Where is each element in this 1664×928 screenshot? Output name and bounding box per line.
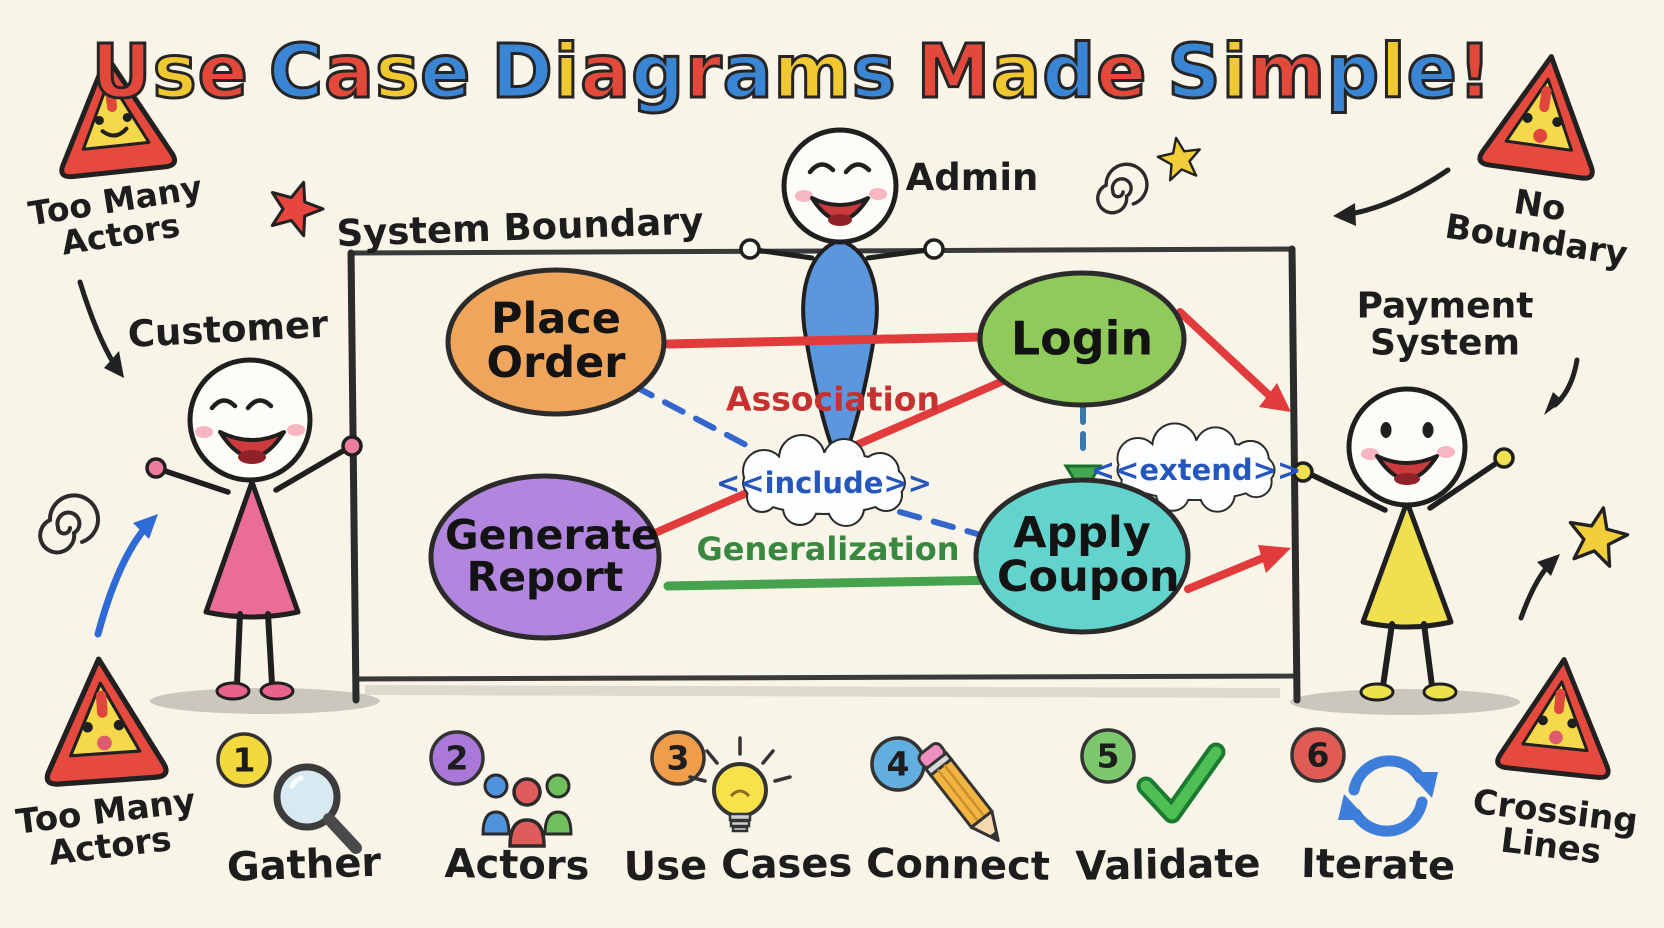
- title-letter: a: [990, 28, 1043, 117]
- generalization-arrow: [663, 575, 1007, 591]
- badge-1: [216, 732, 272, 788]
- yellow-star-icon: [1561, 500, 1634, 571]
- extend-label: <<extend>>: [1090, 453, 1302, 487]
- step-validate-label: Validate: [1075, 840, 1261, 890]
- step-iterate-label: Iterate: [1300, 840, 1456, 890]
- checkmark-icon: [1136, 742, 1226, 824]
- use-case-place-order-label: Place Order: [486, 294, 626, 388]
- use-case-generate-report-label: Generate Report: [445, 511, 659, 601]
- title-letter: e: [1405, 28, 1458, 117]
- title-letter: C: [267, 28, 325, 117]
- title-letter: l: [1379, 28, 1407, 117]
- step-badges: [216, 727, 1346, 792]
- step-connect-label: Connect: [865, 840, 1051, 890]
- title-letter: r: [684, 28, 723, 117]
- title-letter: i: [1220, 28, 1249, 117]
- use-case-place-order: [445, 267, 667, 417]
- title-letter: s: [850, 28, 897, 117]
- title-letter: p: [1325, 28, 1381, 117]
- title-letter: m: [772, 28, 852, 117]
- step-6-number: 6: [1306, 735, 1330, 775]
- association-arrow-bottom: [1184, 552, 1272, 593]
- use-case-ovals: [428, 267, 1191, 641]
- use-case-apply-coupon-label: Apply Coupon: [997, 508, 1180, 602]
- badge-5: [1080, 728, 1136, 784]
- association-label: Association: [726, 379, 940, 419]
- title-letter: S: [1166, 28, 1222, 117]
- admin-figure: [739, 127, 945, 471]
- title-letter: a: [579, 28, 632, 117]
- warning-triangle-top-left: [50, 50, 175, 177]
- step-1-number: 1: [232, 740, 256, 780]
- admin-label: Admin: [905, 155, 1039, 199]
- payment-system-label: Payment System: [1356, 285, 1534, 364]
- curved-arrow-icon: [77, 279, 117, 367]
- red-star-icon: [261, 172, 331, 241]
- warning-triangle-top-right: [1479, 49, 1607, 180]
- title-letter: d: [1041, 28, 1097, 117]
- badge-2: [429, 730, 485, 786]
- step-2-number: 2: [445, 738, 469, 778]
- badge-6: [1290, 727, 1346, 783]
- step-3-number: 3: [666, 738, 690, 778]
- title-letter: M: [915, 28, 992, 117]
- title-letter: e: [1095, 28, 1148, 117]
- magnifier-icon: [273, 763, 362, 854]
- payment-system-figure: [1292, 386, 1515, 702]
- use-case-login: [977, 270, 1187, 408]
- include-label: <<include>>: [716, 466, 932, 500]
- curved-arrow-icon: [1347, 167, 1451, 217]
- step-gather-label: Gather: [226, 839, 382, 891]
- people-icon: [481, 773, 573, 848]
- title-letter: U: [90, 28, 153, 117]
- use-case-generate-report: [428, 473, 662, 641]
- step-use-cases-label: Use Cases: [623, 840, 853, 891]
- include-dashed-line: [897, 509, 991, 540]
- title-letter: a: [721, 28, 774, 117]
- curved-arrow-icon: [94, 523, 150, 638]
- title-letter: D: [490, 28, 554, 117]
- title-letter: g: [630, 28, 686, 117]
- title-letter: !: [1456, 28, 1493, 117]
- use-case-login-label: Login: [1010, 311, 1154, 366]
- step-5-number: 5: [1096, 736, 1120, 776]
- spiral-doodle-icon: [1096, 162, 1149, 215]
- yellow-star-icon: [1153, 133, 1206, 183]
- customer-figure: [145, 357, 363, 701]
- title-letter: i: [552, 28, 581, 117]
- association-arrow-top: [1176, 308, 1276, 402]
- title-letter: s: [374, 28, 421, 117]
- badge-3: [650, 730, 706, 786]
- step-4-number: 4: [886, 744, 910, 784]
- warning-triangle-bottom-right: [1497, 654, 1619, 779]
- include-dashed-line: [631, 383, 751, 449]
- warning-triangle-bottom-left: [39, 655, 166, 785]
- step-actors-label: Actors: [444, 840, 590, 890]
- title-letter: s: [151, 28, 198, 117]
- title-letter: m: [1247, 28, 1327, 117]
- doodle-arrows: [77, 167, 1580, 638]
- iterate-icon: [1338, 755, 1438, 837]
- generalization-label: Generalization: [696, 530, 960, 568]
- title-letter: e: [419, 28, 472, 117]
- spiral-doodle-icon: [38, 493, 100, 555]
- title-letter: a: [323, 28, 376, 117]
- title-letter: e: [196, 28, 249, 117]
- ground-shadows: [150, 685, 1520, 715]
- curved-arrow-icon: [1518, 563, 1551, 621]
- use-case-apply-coupon: [973, 477, 1191, 635]
- pencil-icon: [917, 742, 1000, 843]
- lightbulb-icon: [688, 736, 792, 833]
- association-line: [663, 332, 987, 349]
